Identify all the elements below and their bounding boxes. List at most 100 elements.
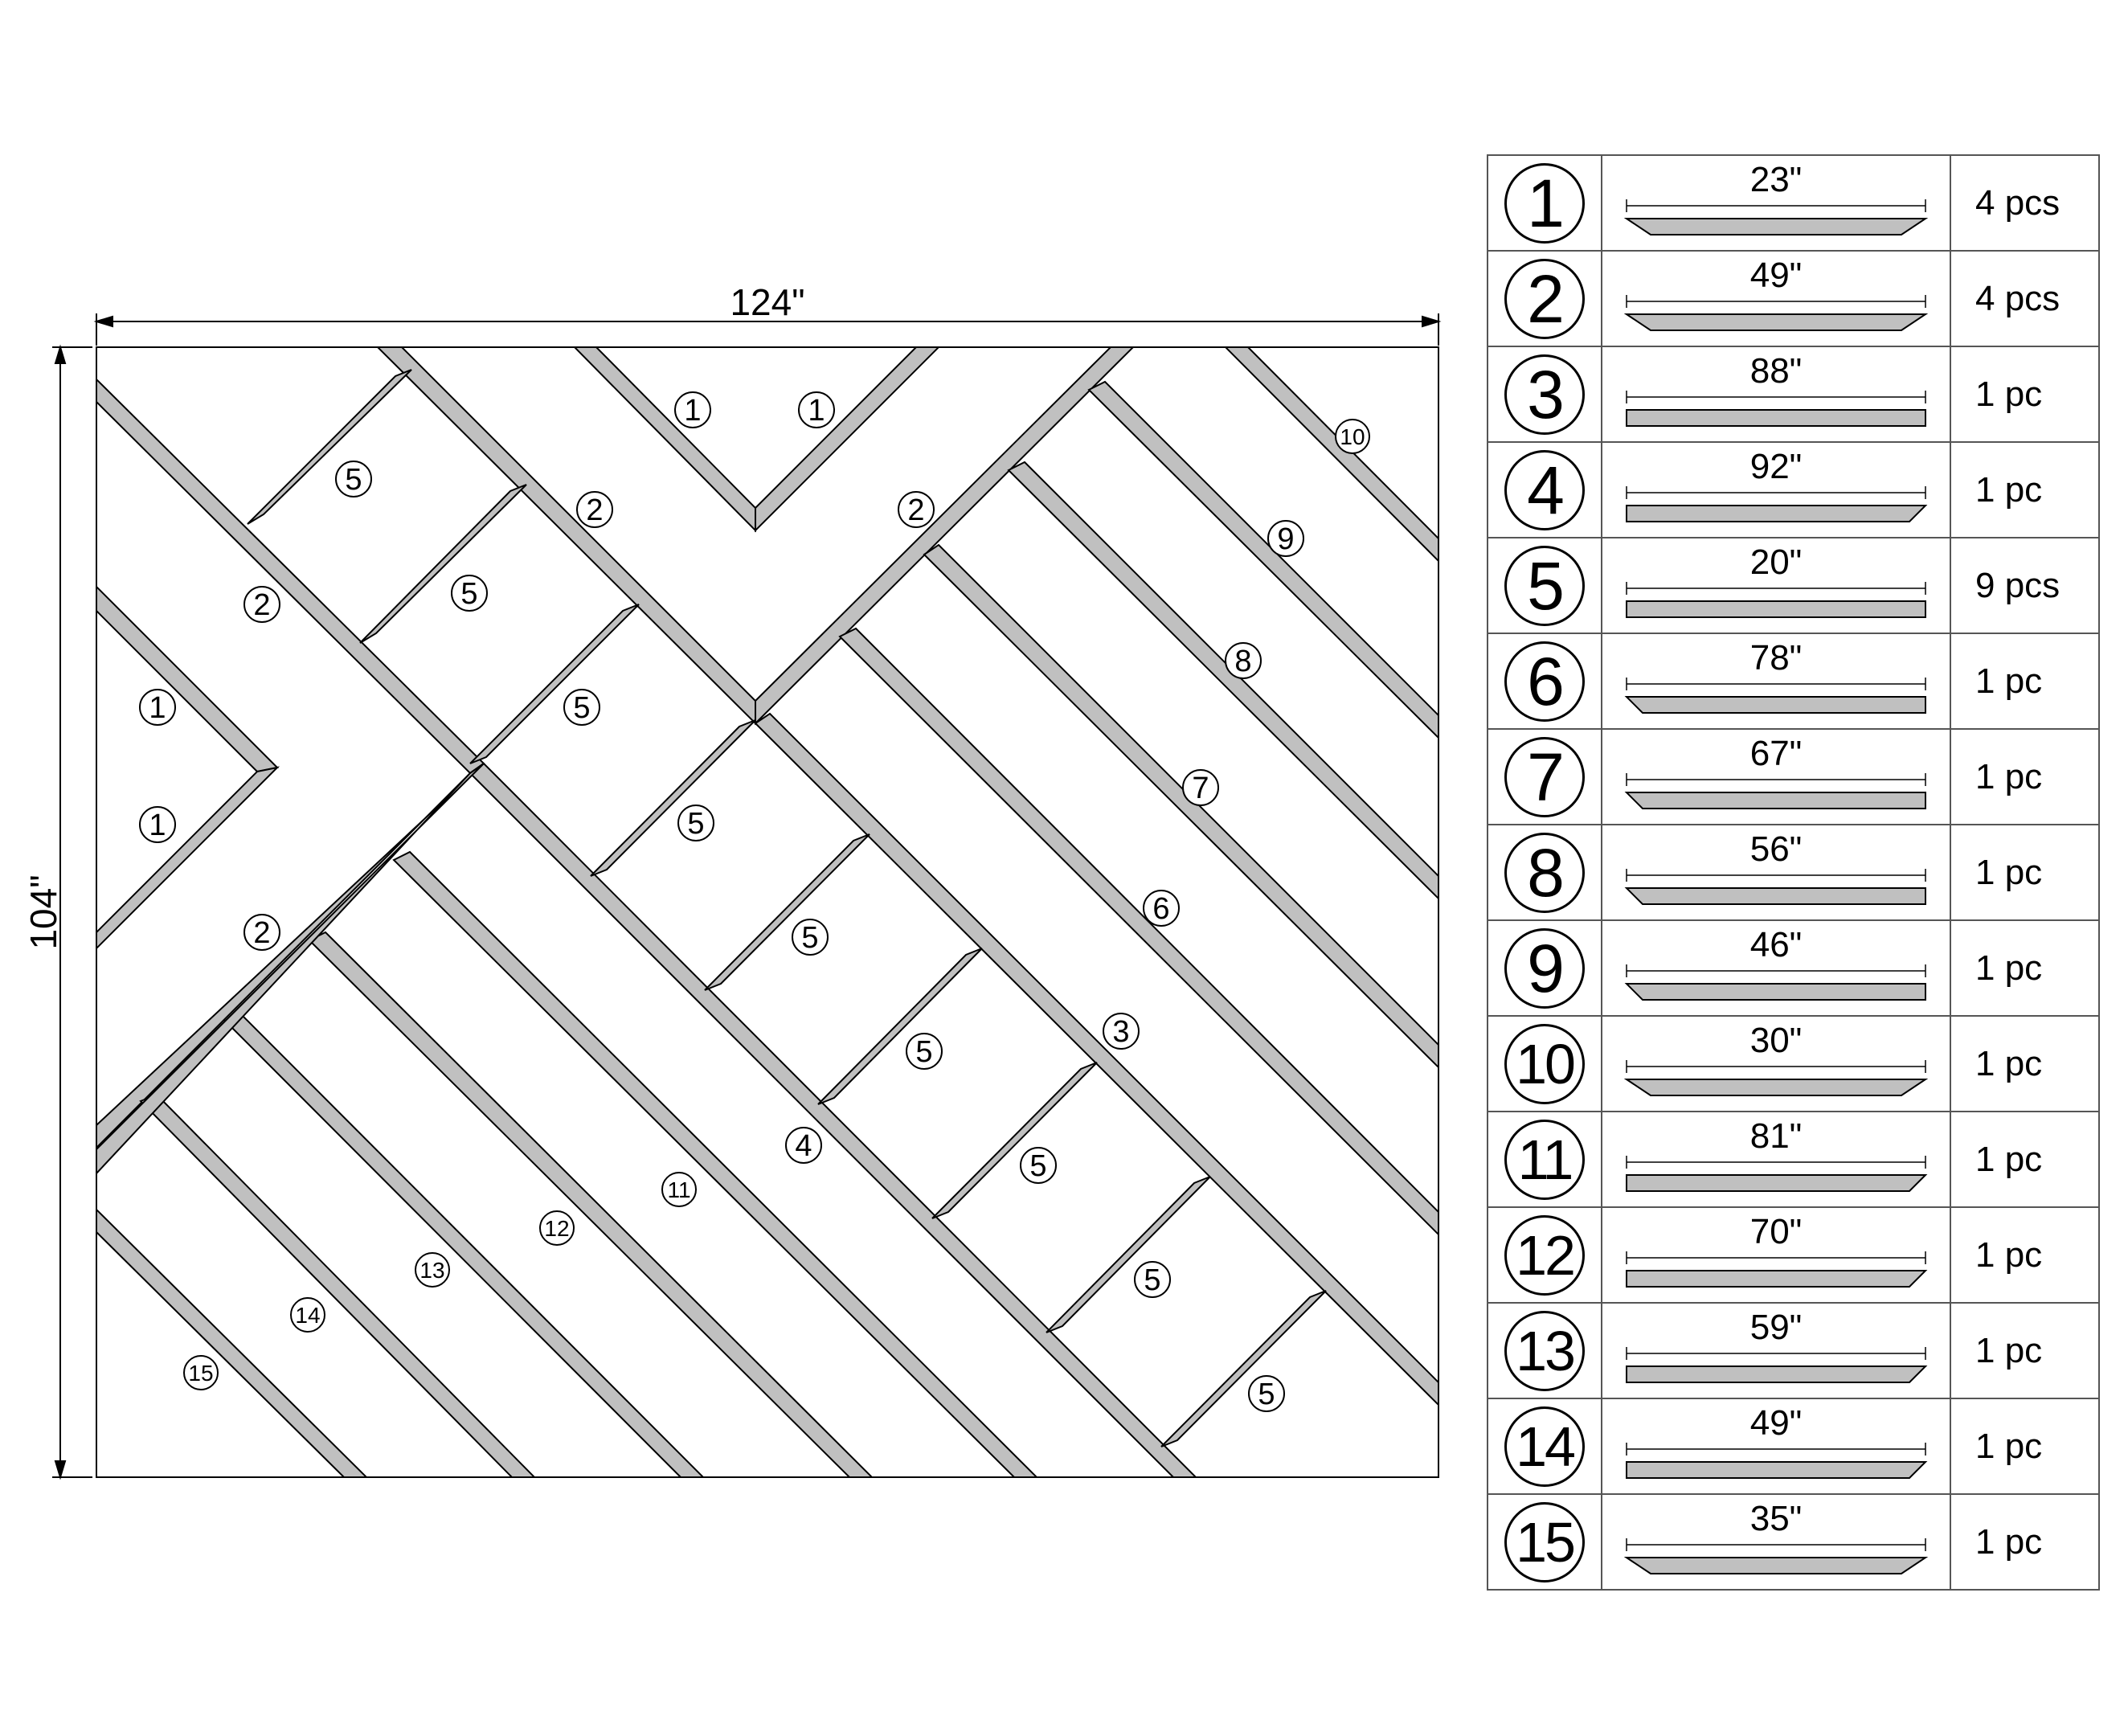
piece-number: 15 [1504, 1501, 1585, 1582]
board-profile: 59" [1626, 1308, 1928, 1383]
callout-circle [290, 1297, 325, 1333]
callout-label: 7 [1192, 772, 1209, 805]
board-profile-cell: 70" [1601, 1206, 1951, 1304]
piece-quantity: 1 pc [1950, 633, 2100, 730]
width-dimension [93, 313, 1442, 346]
piece-number: 6 [1504, 641, 1585, 722]
cut-list-row: 7 67" 1 pc [1487, 728, 2100, 825]
board-length: 20" [1750, 542, 1803, 582]
board-length: 67" [1750, 734, 1803, 773]
piece-number-cell: 9 [1487, 919, 1602, 1017]
piece-quantity: 1 pc [1950, 1302, 2100, 1399]
callout-label: 1 [149, 809, 166, 842]
callout-circle [1103, 1013, 1140, 1050]
board-shape [1624, 792, 1926, 809]
callout-circle [243, 914, 280, 951]
piece-number-cell: 6 [1487, 633, 1602, 730]
callout-label: 1 [149, 691, 166, 725]
board-profile-cell: 56" [1601, 824, 1951, 921]
board-profile-cell: 23" [1601, 154, 1951, 252]
height-label: 104" [23, 874, 64, 949]
board-length: 88" [1750, 351, 1803, 391]
piece-quantity: 1 pc [1950, 1206, 2100, 1304]
board-profile-cell: 67" [1601, 728, 1951, 825]
piece-number-cell: 14 [1487, 1398, 1602, 1495]
callout-label: 5 [460, 577, 477, 611]
cut-list-row: 1 23" 4 pcs [1487, 154, 2100, 252]
piece-quantity: 4 pcs [1950, 250, 2100, 347]
callout-circle [183, 1355, 219, 1390]
piece-number-cell: 10 [1487, 1015, 1602, 1112]
callout-circle [1267, 520, 1304, 557]
cut-list-row: 12 70" 1 pc [1487, 1206, 2100, 1304]
board-left-1b [96, 766, 280, 950]
board-top-1b [755, 347, 940, 533]
board-profile: 92" [1626, 447, 1928, 522]
board-length: 46" [1750, 925, 1803, 964]
board-shape [1624, 887, 1926, 905]
piece-number-cell: 7 [1487, 728, 1602, 825]
board-profile-cell: 20" [1601, 537, 1951, 634]
callout-circle [576, 491, 613, 528]
cut-list-row: 6 78" 1 pc [1487, 633, 2100, 730]
piece-quantity: 4 pcs [1950, 154, 2100, 252]
board-profile-cell: 46" [1601, 919, 1951, 1017]
callout-label: 5 [1029, 1149, 1046, 1183]
board-shape [1626, 409, 1926, 427]
callout-circle [1143, 890, 1180, 927]
board-5c [469, 604, 640, 764]
board-profile-cell: 78" [1601, 633, 1951, 730]
board-profile: 70" [1626, 1212, 1928, 1288]
piece-number-cell: 15 [1487, 1493, 1602, 1591]
callout-circle [415, 1252, 450, 1288]
board-shape [1626, 1461, 1928, 1479]
board-length: 70" [1750, 1212, 1803, 1251]
callout-circle [1020, 1147, 1057, 1184]
piece-number: 1 [1504, 162, 1585, 244]
callout-label: 11 [667, 1177, 690, 1202]
board-profile: 81" [1626, 1116, 1928, 1192]
callout-label: 2 [253, 588, 270, 622]
board-length: 23" [1750, 160, 1803, 199]
callout-circle [139, 689, 176, 726]
board-length: 56" [1750, 829, 1803, 869]
piece-number: 5 [1504, 545, 1585, 626]
callout-label: 8 [1234, 645, 1251, 678]
callout-circle [451, 575, 488, 612]
board-11 [392, 850, 1038, 1477]
board-length: 49" [1750, 256, 1803, 295]
callout-label: 4 [795, 1129, 812, 1163]
board-shape [1624, 983, 1926, 1001]
board-5e [704, 833, 870, 991]
piece-number-cell: 12 [1487, 1206, 1602, 1304]
piece-number-cell: 5 [1487, 537, 1602, 634]
board-shape [1626, 1365, 1928, 1383]
board-5b [359, 484, 527, 644]
piece-quantity: 1 pc [1950, 346, 2100, 443]
piece-number-cell: 13 [1487, 1302, 1602, 1399]
board-14 [139, 1093, 536, 1477]
board-5d [590, 719, 756, 877]
height-dimension [52, 344, 92, 1480]
callout-label: 14 [295, 1303, 320, 1328]
piece-number-cell: 1 [1487, 154, 1602, 252]
callout-circle [563, 689, 600, 726]
piece-number: 2 [1504, 258, 1585, 339]
piece-number: 13 [1504, 1310, 1585, 1391]
board-shape [1626, 1174, 1928, 1192]
board-profile-cell: 92" [1601, 441, 1951, 538]
board-profile: 78" [1624, 638, 1926, 714]
piece-number: 11 [1504, 1119, 1585, 1200]
board-length: 81" [1750, 1116, 1803, 1156]
board-profile: 20" [1626, 542, 1926, 618]
piece-number: 12 [1504, 1214, 1585, 1296]
board-profile: 49" [1623, 256, 1929, 331]
cut-list-row: 2 49" 4 pcs [1487, 250, 2100, 347]
piece-quantity: 1 pc [1950, 728, 2100, 825]
board-length: 35" [1750, 1499, 1803, 1538]
